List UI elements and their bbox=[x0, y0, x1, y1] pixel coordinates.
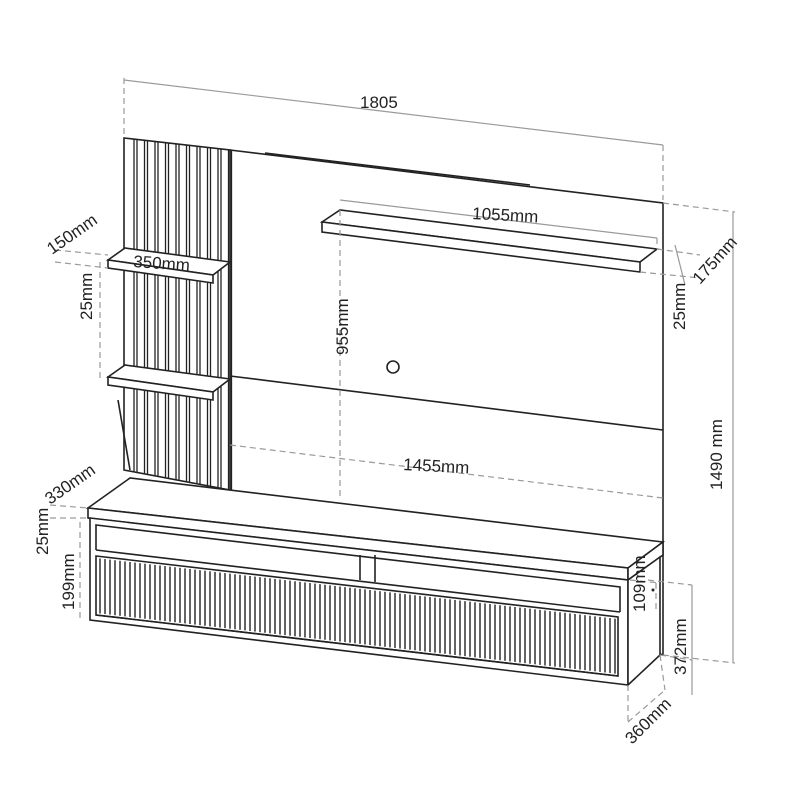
dimension-lines bbox=[49, 78, 736, 723]
left-shelf-upper bbox=[105, 247, 233, 284]
niche-height-label: 109mm bbox=[630, 555, 649, 612]
drawer-height-label: 199mm bbox=[59, 553, 78, 610]
left-shelf-depth-label: 150mm bbox=[43, 210, 100, 258]
overall-height-label: 1490 mm bbox=[707, 419, 726, 490]
tv-area-height-label: 955mm bbox=[333, 298, 352, 355]
top-shelf-thickness-label: 25mm bbox=[670, 283, 689, 330]
rack-top-thickness-label: 25mm bbox=[33, 508, 52, 555]
overall-width-label: 1805 bbox=[360, 93, 398, 112]
rack-height-label: 372mm bbox=[671, 618, 690, 675]
left-shelf-thickness-label: 25mm bbox=[77, 273, 96, 320]
rack bbox=[85, 477, 666, 687]
slatted-column bbox=[123, 137, 233, 491]
top-shelf-width-label: 1055mm bbox=[472, 204, 539, 226]
left-shelf-width-label: 350mm bbox=[133, 252, 191, 275]
left-shelf-lower bbox=[105, 364, 233, 471]
rack-width-label: 1455mm bbox=[403, 455, 470, 477]
rack-top-depth-label: 330mm bbox=[41, 460, 98, 508]
